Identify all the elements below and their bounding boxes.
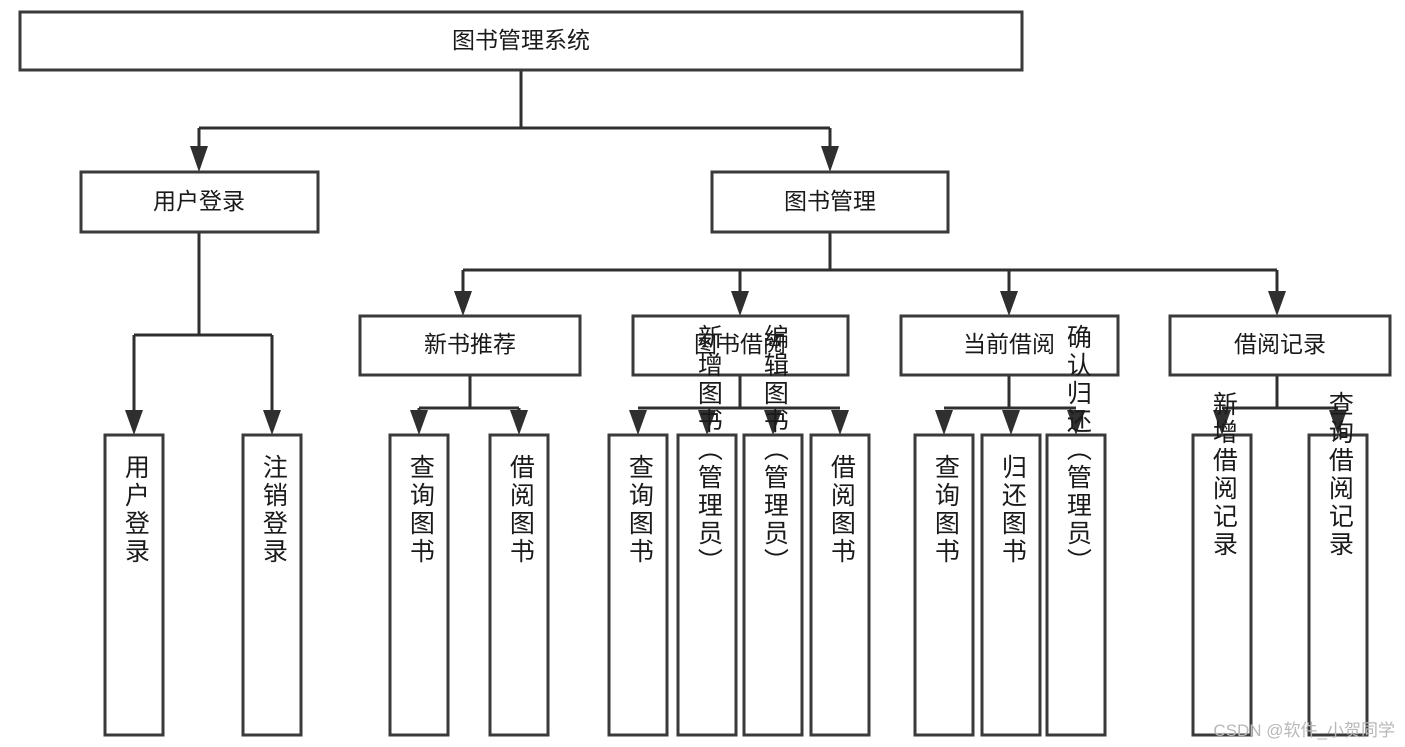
arrow-head-borrow-record xyxy=(1268,291,1286,316)
leaf-node-bookborrow-borrow[interactable]: 借阅图书 xyxy=(809,433,871,737)
arrow-head-borrowrecord-leaf-2 xyxy=(1329,410,1347,435)
leaf-node-bookborrow-query[interactable]: 查询图书 xyxy=(607,433,669,737)
arrow-head-current-borrow xyxy=(1000,291,1018,316)
node-label-user-login: 用户登录 xyxy=(153,188,245,214)
node-root-system[interactable]: 图书管理系统 xyxy=(18,10,1024,72)
arrow-head-currentborrow-leaf-2 xyxy=(1002,410,1020,435)
arrow-head-bookborrow-leaf-4 xyxy=(831,410,849,435)
arrow-head-book-manage xyxy=(821,146,839,172)
node-current-borrow[interactable]: 当前借阅 xyxy=(899,314,1120,377)
node-label-current-borrow: 当前借阅 xyxy=(963,331,1055,357)
connector-layer xyxy=(125,70,1347,435)
node-label-book-borrow: 图书借阅 xyxy=(694,331,786,357)
arrow-head-new-book-recommend xyxy=(454,291,472,316)
node-borrow-record[interactable]: 借阅记录 xyxy=(1168,314,1392,377)
leaf-node-bookborrow-add[interactable]: 新增图书（管理员） xyxy=(676,324,738,737)
leaf-label-newbook-borrow: 借阅图书 xyxy=(506,454,535,566)
leaf-label-bookborrow-add: 新增图书（管理员） xyxy=(694,324,723,576)
arrow-head-currentborrow-leaf-3 xyxy=(1067,410,1085,435)
arrow-head-book-borrow xyxy=(731,291,749,316)
leaf-node-borrowrecord-add[interactable]: 新增借阅记录 xyxy=(1191,391,1253,737)
arrow-head-userlogin-leaf-1 xyxy=(125,410,143,435)
leaf-node-newbook-query[interactable]: 查询图书 xyxy=(388,433,450,737)
leaf-node-user-login-logout[interactable]: 注销登录 xyxy=(241,433,303,737)
leaf-label-bookborrow-edit: 编辑图书（管理员） xyxy=(760,324,789,576)
leaf-node-newbook-borrow[interactable]: 借阅图书 xyxy=(488,433,550,737)
node-label-root: 图书管理系统 xyxy=(452,27,590,53)
leaf-label-borrowrecord-query: 查询借阅记录 xyxy=(1325,391,1354,559)
leaf-label-bookborrow-borrow: 借阅图书 xyxy=(827,454,856,566)
leaf-node-currentborrow-return[interactable]: 归还图书 xyxy=(980,433,1042,737)
leaf-label-bookborrow-query: 查询图书 xyxy=(625,454,654,566)
node-book-manage[interactable]: 图书管理 xyxy=(710,170,950,234)
leaf-node-user-login-login[interactable]: 用户登录 xyxy=(103,433,165,737)
node-new-book-recommend[interactable]: 新书推荐 xyxy=(358,314,582,377)
arrow-head-bookborrow-leaf-3 xyxy=(764,410,782,435)
leaf-label-currentborrow-confirm: 确认归还（管理员） xyxy=(1063,324,1092,576)
node-book-borrow[interactable]: 图书借阅 xyxy=(631,314,850,377)
node-label-borrow-record: 借阅记录 xyxy=(1234,331,1326,357)
leaf-node-currentborrow-query[interactable]: 查询图书 xyxy=(913,433,975,737)
node-label-book-manage: 图书管理 xyxy=(784,188,876,214)
leaf-node-borrowrecord-query[interactable]: 查询借阅记录 xyxy=(1307,391,1369,737)
arrow-head-newbook-leaf-1 xyxy=(410,410,428,435)
arrow-head-bookborrow-leaf-2 xyxy=(698,410,716,435)
leaf-label-newbook-query: 查询图书 xyxy=(406,454,435,566)
leaf-label-currentborrow-return: 归还图书 xyxy=(998,454,1027,566)
leaf-label-borrowrecord-add: 新增借阅记录 xyxy=(1209,391,1238,559)
arrow-head-userlogin-leaf-2 xyxy=(263,410,281,435)
leaf-label-user-login-logout: 注销登录 xyxy=(259,454,288,566)
leaf-node-bookborrow-edit[interactable]: 编辑图书（管理员） xyxy=(742,324,804,737)
arrow-head-borrowrecord-leaf-1 xyxy=(1213,410,1231,435)
arrow-head-currentborrow-leaf-1 xyxy=(935,410,953,435)
leaf-node-currentborrow-confirm[interactable]: 确认归还（管理员） xyxy=(1045,324,1107,737)
arrow-head-newbook-leaf-2 xyxy=(510,410,528,435)
node-label-new-book-recommend: 新书推荐 xyxy=(424,331,516,357)
node-user-login[interactable]: 用户登录 xyxy=(79,170,320,234)
arrow-head-bookborrow-leaf-1 xyxy=(629,410,647,435)
leaf-label-user-login-login: 用户登录 xyxy=(121,454,150,566)
leaf-label-currentborrow-query: 查询图书 xyxy=(931,454,960,566)
arrow-head-user-login xyxy=(190,146,208,172)
